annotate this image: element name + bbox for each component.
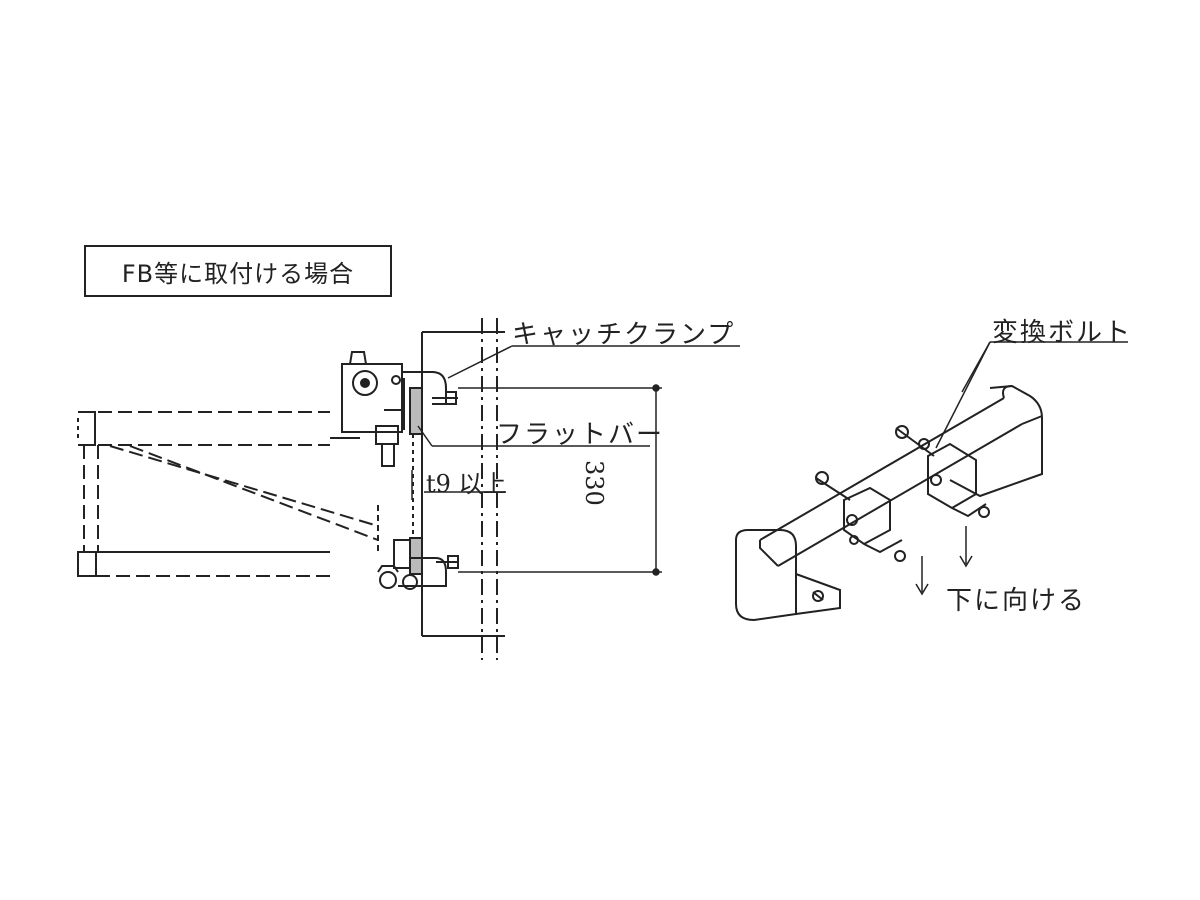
dimension-label: 330	[580, 460, 608, 506]
flat-bar-label: フラットバー	[496, 420, 665, 450]
iso-clamp-1	[815, 471, 906, 562]
iso-clamp-2	[895, 425, 990, 518]
leader-lines	[411, 345, 740, 500]
face-down-label: 下に向ける	[946, 586, 1087, 616]
bracket-frame	[77, 411, 379, 577]
conversion-bolt-label: 変換ボルト	[992, 318, 1133, 348]
thickness-label: t9 以上	[426, 470, 507, 498]
lower-catch-clamp	[377, 539, 459, 590]
isometric-assembly	[735, 384, 1043, 622]
dimension-330	[458, 384, 662, 576]
catch-clamp-label: キャッチクランプ	[512, 320, 736, 350]
conversion-bolt-leader	[935, 341, 1128, 449]
page-title: FB等に取付ける場合	[84, 245, 392, 297]
upper-catch-clamp	[341, 351, 458, 467]
